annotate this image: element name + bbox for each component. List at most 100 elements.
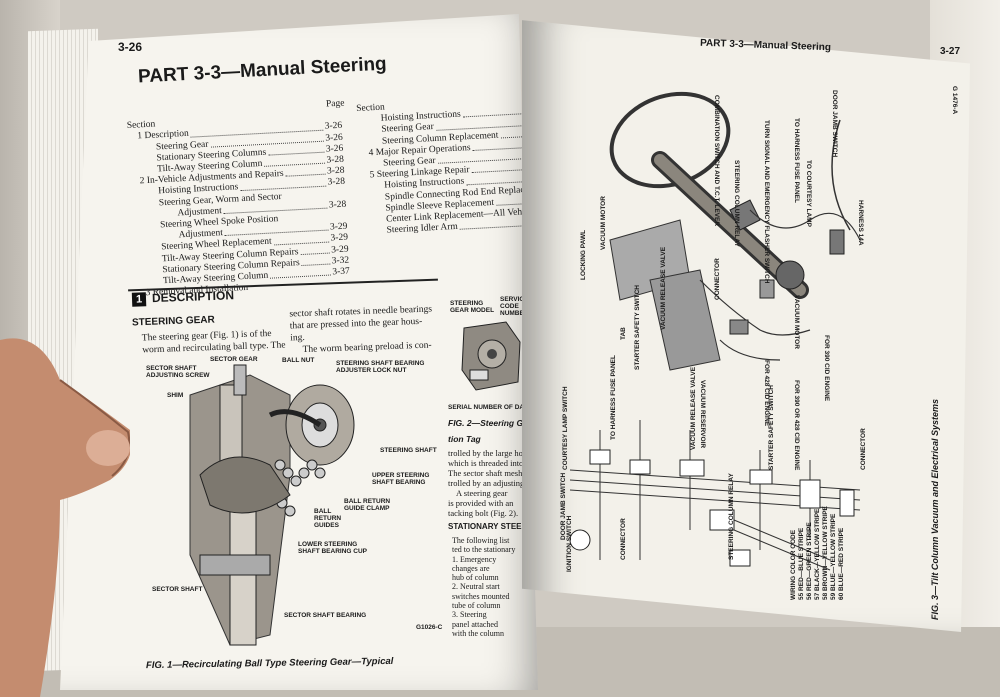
fig2-illustration (461, 321, 521, 391)
fig1-label-adjusting-screw: SECTOR SHAFT ADJUSTING SCREW (146, 365, 210, 379)
color-code-entry: 56 RED—GREEN STRIPE (806, 522, 813, 600)
para-c-line: trolled by an adjusting (448, 478, 525, 488)
fig1-label-lower-bearing-cup: LOWER STEERING SHAFT BEARING CUP (298, 541, 367, 555)
r-label-turn-signal: TURN SIGNAL AND EMERGENCY FLASHER SWITCH (763, 120, 770, 284)
r-label-vacuum-motor-top: VACUUM MOTOR (600, 196, 607, 250)
fig3-caption: FIG. 3—Tilt Column Vacuum and Electrical… (930, 398, 940, 620)
para-d-line: ted to the stationary (452, 545, 516, 555)
para-d-line: The following list (452, 536, 510, 545)
para-c-line: tacking bolt (Fig. 2). (448, 508, 519, 518)
para-c-line: trolled by the large housing (448, 448, 542, 458)
r-label-vacuum-motor: VACUUM MOTOR (793, 295, 800, 349)
fig1-label-sector-gear: SECTOR GEAR (210, 356, 258, 363)
r-label-starter-safety: STARTER SAFETY SWITCH (634, 285, 641, 370)
stationary-heading: STATIONARY STEERING (448, 522, 542, 531)
fig2-label-service: SERVICE CODE NUMBER (500, 296, 529, 317)
fig1-label-shim: SHIM (167, 392, 184, 399)
description-para-c: trolled by the large housing which is th… (448, 448, 541, 518)
r-label-harness: HARNESS 14A (857, 200, 864, 246)
left-page-number: 3-26 (118, 40, 143, 54)
r-label-to-harness-fuse-2: TO HARNESS FUSE PANEL (610, 355, 617, 440)
fig2-label-serial: SERIAL NUMBER OF DATE CODE (448, 404, 553, 411)
para-d-line: switches mounted (452, 591, 510, 601)
r-label-tab: TAB (620, 327, 627, 340)
r-label-steering-column-relay: STEERING COLUMN RELAY (733, 160, 740, 247)
r-label-to-courtesy-lamp: TO COURTESY LAMP (805, 160, 812, 227)
wiring-color-code: WIRING COLOR CODE 55 RED—BLUE STRIPE 56 … (790, 506, 846, 600)
section-number: 1 (131, 292, 147, 307)
r-label-vacuum-reservoir: VACUUM RESERVOIR (699, 380, 706, 449)
description-para-d: The following list ted to the stationary… (452, 536, 515, 638)
para-c-line: is provided with an (448, 498, 514, 508)
para-d-line: hub of column (452, 573, 499, 583)
fig1-label-sector-shaft-bearing: SECTOR SHAFT BEARING (284, 612, 367, 619)
toc-leader (285, 166, 326, 178)
para-d-line: tube of column (452, 601, 501, 611)
r-label-courtesy-lamp-switch: COURTESY LAMP SWITCH (562, 386, 569, 470)
toc-leader (273, 234, 329, 246)
right-page-number: 3-27 (940, 46, 961, 57)
para-c-line: The sector shaft mesh (448, 468, 523, 478)
toc-leader (269, 267, 331, 279)
fig3-side-code: G 1476-A (951, 86, 958, 115)
toc-leader (264, 155, 325, 168)
r-label-connector-4: CONNECTOR (620, 518, 627, 560)
toc-row-page (347, 211, 348, 222)
fig1-label-upper-bearing: UPPER STEERING SHAFT BEARING (372, 472, 430, 486)
description-para-b: sector shaft rotates in needle bearings … (289, 304, 433, 357)
color-code-entry: 58 BROWN—YELLOW STRIPE (822, 506, 829, 600)
fig2-label-model: STEERING GEAR MODEL (450, 300, 495, 314)
color-code-entry: 59 BLUE—YELLOW STRIPE (830, 513, 837, 600)
color-code-entry: 55 RED—BLUE STRIPE (798, 527, 805, 600)
fig1-label-steering-shaft: STEERING SHAFT (380, 447, 437, 454)
fig1-label-sector-shaft: SECTOR SHAFT (152, 586, 203, 593)
fig1-label-ball-return-guides: BALL RETURN GUIDES (314, 508, 342, 529)
r-label-door-jamb-switch: DOOR JAMB SWITCH (831, 90, 838, 158)
description-para-a: The steering gear (Fig. 1) is of the wor… (142, 328, 286, 357)
para-d-line: changes are (452, 563, 490, 573)
r-label-ignition-switch: IGNITION SWITCH (566, 515, 573, 572)
color-code-entry: 60 BLUE—RED STRIPE (838, 527, 845, 600)
fig1-code: G1026-C (416, 624, 443, 631)
para-c-line: which is threaded into the (448, 458, 536, 468)
toc-leader (267, 144, 325, 156)
toc-leader (283, 188, 343, 199)
r-label-390-428-engine: FOR 390 OR 428 CID ENGINE (793, 380, 800, 471)
r-label-390-engine: FOR 390 CID ENGINE (823, 335, 830, 402)
r-label-locking-pawl: LOCKING PAWL (580, 229, 587, 280)
steering-column-diagram (609, 91, 861, 371)
toc-leader (471, 162, 530, 174)
r-label-starter-safety-2: STARTER SAFETY SWITCH (768, 385, 775, 470)
toc-leader (301, 256, 330, 267)
hand-thumb (0, 338, 130, 697)
toc-leader (300, 245, 330, 255)
para-d-line: 2. Neutral start (452, 582, 500, 592)
wiring-diagram (569, 420, 861, 571)
fig1-label-guide-clamp: BALL RETURN GUIDE CLAMP (344, 498, 391, 512)
para-d-line: 1. Emergency (452, 554, 497, 564)
description-title: DESCRIPTION (151, 288, 235, 306)
left-page (60, 14, 538, 690)
r-label-vacuum-release: VACUUM RELEASE VALVE (660, 246, 667, 330)
para-d-line: 3. Steering (452, 610, 487, 620)
fig1-steering-gear-illustration (189, 364, 355, 646)
fig1-label-adjuster-lock-nut: STEERING SHAFT BEARING ADJUSTER LOCK NUT (336, 360, 425, 374)
r-label-to-harness-fuse: TO HARNESS FUSE PANEL (793, 118, 800, 203)
toc-row-page (345, 188, 346, 199)
color-code-entry: 57 BLACK—YELLOW STRIPE (814, 508, 821, 600)
fig1-label-ball-nut: BALL NUT (282, 357, 315, 364)
r-label-connector-3: CONNECTOR (860, 428, 867, 470)
r-label-combination-switch: COMBINATION SWITCH AND T.C.T. LEVER (713, 95, 720, 227)
r-label-connector: CONNECTOR (714, 258, 721, 300)
fig2-caption: FIG. 2—Steering Gear Identifi- (448, 418, 569, 428)
para-d-line: panel attached (452, 619, 498, 629)
para-d-line: with the column (452, 628, 504, 638)
fig2-caption-line2: tion Tag (448, 434, 481, 444)
r-label-steering-column-relay-2: STEERING COLUMN RELAY (728, 473, 735, 560)
para-c-line: A steering gear (456, 488, 508, 498)
r-label-vacuum-release-2: VACUUM RELEASE VALVE (690, 366, 697, 450)
